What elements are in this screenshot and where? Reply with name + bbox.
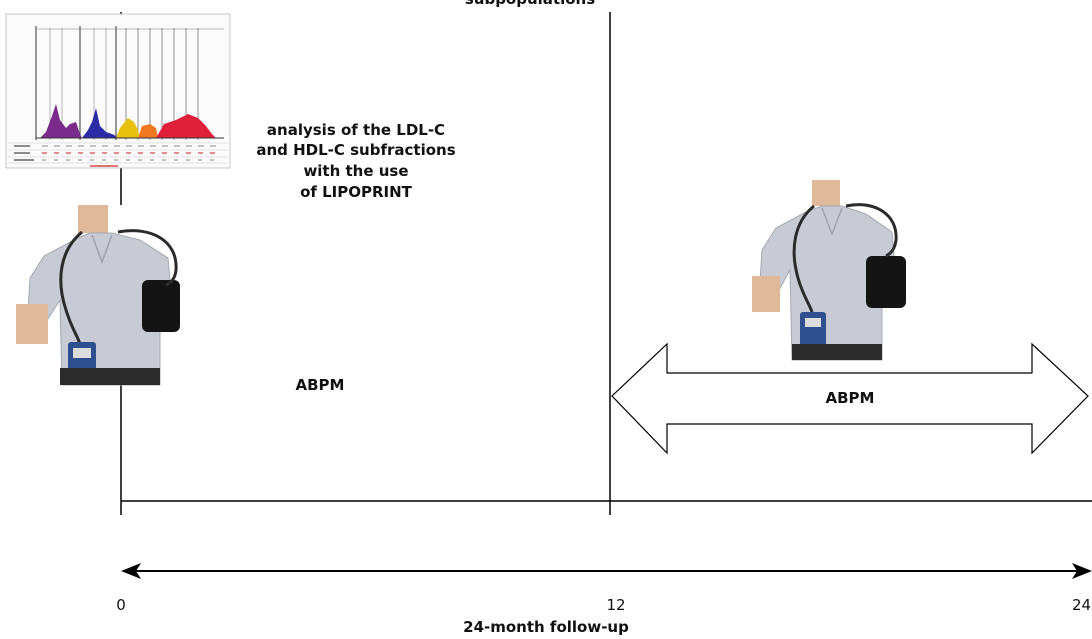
- tick-label-0: 0: [116, 596, 126, 614]
- tick-label-24: 24: [1072, 596, 1092, 614]
- tick-label-12: 12: [606, 596, 626, 614]
- followup-double-arrow: [121, 563, 1092, 579]
- abpm-range-arrow: [611, 342, 1089, 455]
- lipoprint-chart-image: [5, 13, 231, 169]
- abpm-baseline-label: ABPM: [295, 376, 345, 394]
- lipoprint-label-line4: of LIPOPRINT: [300, 183, 412, 201]
- followup-duration-label: 24-month follow-up: [463, 618, 629, 636]
- lipoprint-label-line3: with the use: [303, 162, 409, 180]
- patient-abpm-photo-left: [6, 205, 185, 386]
- lipoprint-label-line1: analysis of the LDL-C: [266, 121, 446, 139]
- top-subpopulations-label: subpopulations: [400, 0, 660, 9]
- patient-abpm-photo-right: [748, 180, 908, 361]
- abpm-arrow-label: ABPM: [825, 389, 875, 407]
- lipoprint-label-line2: and HDL-C subfractions: [256, 141, 456, 159]
